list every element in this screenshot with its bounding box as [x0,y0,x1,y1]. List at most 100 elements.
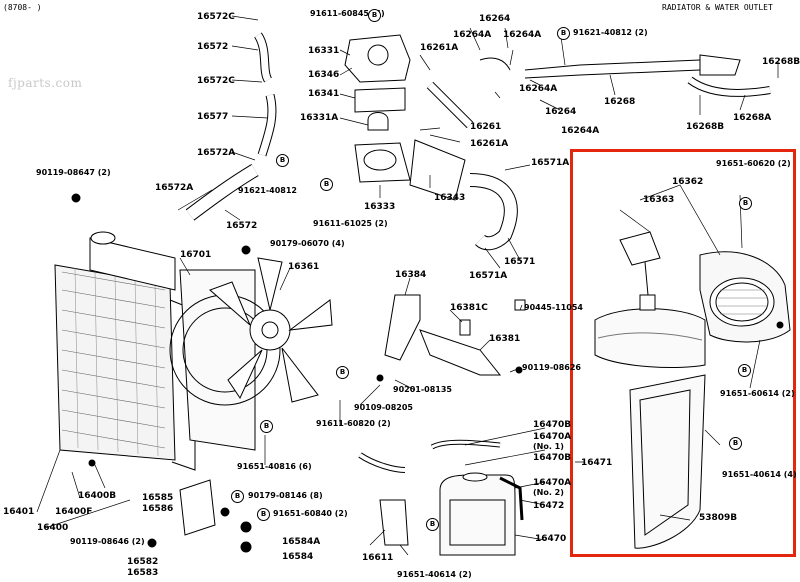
cooling-fan [209,257,333,403]
part-label: 16333 [364,202,396,212]
part-label: 16361 [288,262,320,272]
part-label: 16331A [300,113,339,123]
badge-b: B [426,518,439,531]
part-label: 16572 [197,42,229,52]
part-label: 91651-40614 (4) [722,470,797,479]
part-label: 53809B [699,513,738,523]
part-label: 16470A [533,478,572,488]
part-label: 90119-08646 (2) [70,537,145,546]
badge-b: B [557,27,570,40]
part-label: 16261A [470,139,509,149]
badge-b: B [336,366,349,379]
badge-b: B [257,508,270,521]
part-label: 16470B [533,453,572,463]
part-label: 16470B [533,420,572,430]
watermark: fjparts.com [8,76,83,90]
part-label: 91651-60614 (2) [720,389,795,398]
part-label: 16264A [519,84,558,94]
part-label: 90179-06070 (4) [270,239,345,248]
part-label: 16571 [504,257,536,267]
part-label: 90119-08647 (2) [36,168,111,177]
part-label: 16572C [197,12,235,22]
part-label: 91651-40816 (6) [237,462,312,471]
part-label: 16362 [672,177,704,187]
part-label: 16264A [561,126,600,136]
part-label: 16571A [469,271,508,281]
part-label: (No. 1) [533,442,564,451]
badge-b: B [368,9,381,22]
part-label: 91651-60620 (2) [716,159,791,168]
reserve-tank [358,439,524,556]
part-label: 91621-40812 [238,186,297,195]
brackets [179,294,526,546]
part-label: 90201-08135 [393,385,452,394]
radiator-core [54,231,196,471]
part-label: 16472 [533,501,565,511]
part-label: 16585 [142,493,174,503]
badge-b: B [276,154,289,167]
part-label: 16346 [308,70,340,80]
part-label: (No. 2) [533,488,564,497]
part-label: 16264 [545,107,577,117]
part-label: 91611-60845 (4) [310,9,385,18]
section-title: RADIATOR & WATER OUTLET [662,3,773,12]
highlight-frame [570,149,796,557]
part-label: 16701 [180,250,212,260]
part-label: 16400B [78,491,117,501]
part-label: 16470A [533,432,572,442]
part-label: 16583 [127,568,159,578]
part-label: 90109-08205 [354,403,413,412]
part-label: 90179-08146 (8) [248,491,323,500]
part-label: 16268A [733,113,772,123]
part-label: 16264A [503,30,542,40]
part-label: 16268B [762,57,800,67]
badge-b: B [729,437,742,450]
part-label: 16261A [420,43,459,53]
part-label: 16572A [197,148,236,158]
air-duct-assembly [594,231,791,549]
upper-hoses [185,32,771,251]
part-label: 16401 [3,507,35,517]
fasteners [71,193,784,553]
badge-b: B [260,420,273,433]
part-label: 16582 [127,557,159,567]
part-label: 16381 [489,334,521,344]
part-label: 16586 [142,504,174,514]
part-label: 16268 [604,97,636,107]
part-label: 16268B [686,122,725,132]
part-label: 16343 [434,193,466,203]
part-label: 16400 [37,523,69,533]
part-label: 90445-11054 [524,303,583,312]
part-label: 16572C [197,76,235,86]
part-label: 16611 [362,553,394,563]
part-label: 16261 [470,122,502,132]
part-label: 16264 [479,14,511,24]
part-label: 16381C [450,303,488,313]
part-label: 16584A [282,537,321,547]
part-label: 91651-40614 (2) [397,570,472,579]
badge-b: B [738,364,751,377]
part-label: 91621-40812 (2) [573,28,648,37]
part-label: 16584 [282,552,314,562]
part-label: 16470 [535,534,567,544]
part-label: 16572A [155,183,194,193]
part-label: 91611-60820 (2) [316,419,391,428]
part-label: 91651-60840 (2) [273,509,348,518]
leader-lines [36,15,779,556]
part-label: 16577 [197,112,229,122]
part-label: 16471 [581,458,613,468]
part-label: 16363 [643,195,675,205]
part-label: 16331 [308,46,340,56]
badge-b: B [320,178,333,191]
part-label: 16572 [226,221,258,231]
part-label: 91611-61025 (2) [313,219,388,228]
part-label: 16264A [453,30,492,40]
badge-b: B [231,490,244,503]
part-label: 16400F [55,507,93,517]
catalog-code: (8708- ) [3,3,42,12]
badge-b: B [739,197,752,210]
part-label: 90119-08626 [522,363,581,372]
part-label: 16384 [395,270,427,280]
